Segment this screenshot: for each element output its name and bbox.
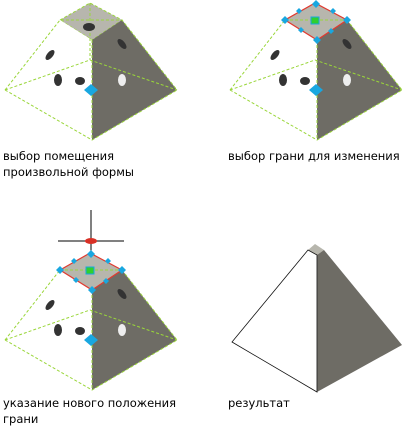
marker-upper-right	[117, 289, 127, 299]
panel-result: результат	[225, 205, 413, 437]
caption-specify-position: указание нового положения грани	[3, 396, 177, 426]
marker-upper-right	[117, 39, 127, 49]
marker-right	[343, 74, 351, 86]
marker-left	[54, 324, 62, 336]
light-face	[230, 20, 317, 140]
light-face	[5, 270, 92, 390]
panel-select-space: выбор помещения произвольной формы	[0, 0, 200, 180]
dark-face	[92, 270, 177, 390]
grip-icon	[88, 286, 96, 294]
marker-left	[54, 74, 62, 86]
top-face	[308, 244, 324, 255]
marker-center	[300, 77, 310, 85]
grip-icon	[281, 16, 289, 24]
grip-icon	[298, 27, 304, 33]
grip-icon	[118, 266, 126, 274]
grip-icon	[73, 277, 79, 283]
crosshair-center	[85, 238, 97, 244]
light-face	[5, 20, 92, 140]
grip-icon	[309, 84, 323, 96]
marker-upper-left	[45, 50, 55, 60]
grip-icon	[313, 36, 321, 44]
panel-specify-position: указание нового положения грани	[0, 205, 200, 437]
marker-center	[75, 327, 85, 335]
face-center-grip	[310, 16, 320, 25]
pyramid-diagram-specify-position	[4, 210, 178, 391]
pyramid-diagram-select-space	[4, 2, 178, 141]
grip-icon	[71, 258, 77, 264]
marker-top	[83, 23, 95, 31]
pyramid-diagram-result	[231, 244, 402, 393]
marker-upper-left	[45, 300, 55, 310]
caption-result: результат	[228, 396, 290, 410]
grip-icon	[105, 258, 111, 264]
grip-icon	[103, 278, 109, 284]
grip-icon	[84, 84, 98, 96]
grip-icon	[343, 16, 351, 24]
grip-icon	[328, 28, 334, 34]
caption-select-face: выбор грани для изменения	[228, 149, 400, 163]
dark-face	[92, 20, 177, 140]
grip-icon	[87, 250, 95, 258]
grip-icon	[56, 266, 64, 274]
dark-face	[317, 20, 402, 140]
caption-select-space: выбор помещения произвольной формы	[3, 149, 134, 179]
dark-face	[317, 250, 402, 392]
marker-center	[75, 77, 85, 85]
grip-icon	[84, 334, 98, 346]
marker-right	[118, 74, 126, 86]
grip-icon	[330, 8, 336, 14]
grip-icon	[296, 8, 302, 14]
marker-left	[279, 74, 287, 86]
marker-right	[118, 324, 126, 336]
crosshair-cursor	[58, 210, 124, 257]
pyramid-diagram-select-face	[229, 0, 403, 141]
panel-select-face: выбор грани для изменения	[225, 0, 413, 180]
marker-upper-right	[342, 39, 352, 49]
marker-upper-left	[270, 50, 280, 60]
light-face	[231, 249, 318, 393]
face-center-grip	[85, 266, 95, 275]
grip-icon	[312, 0, 320, 8]
